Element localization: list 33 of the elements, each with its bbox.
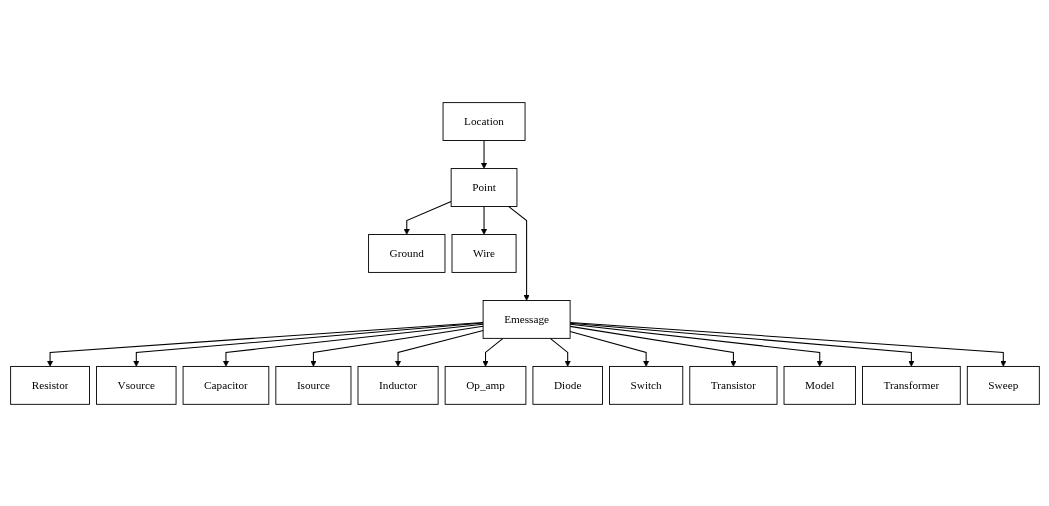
node-box: Wire — [451, 233, 517, 273]
node-box: Vsource — [95, 365, 177, 405]
node-box: Op_amp — [444, 365, 526, 405]
arrow — [480, 205, 487, 235]
arrow — [46, 321, 484, 367]
arrow — [309, 325, 484, 367]
node-box: Location — [442, 101, 525, 141]
node-box: Resistor — [9, 365, 90, 405]
arrow — [222, 323, 484, 367]
node-box: Emessage — [482, 299, 571, 339]
arrow — [507, 205, 530, 301]
arrow — [569, 321, 1006, 367]
arrow — [569, 325, 736, 367]
node-box: Inductor — [357, 365, 439, 405]
node-box: Point — [450, 167, 517, 207]
arrow — [132, 322, 484, 367]
arrow — [549, 337, 571, 367]
node-box: Ground — [367, 233, 445, 273]
node-box: Transistor — [688, 365, 777, 405]
node-box: Transformer — [861, 365, 961, 405]
node-box: Diode — [532, 365, 603, 405]
arrow — [480, 139, 487, 169]
node-box: Isource — [274, 365, 351, 405]
arrow — [481, 337, 504, 367]
node-box: Switch — [608, 365, 683, 405]
arrow — [403, 200, 452, 235]
arrow — [569, 322, 914, 367]
node-box: Model — [783, 365, 856, 405]
node-box: Capacitor — [182, 365, 269, 405]
arrow — [394, 329, 484, 367]
node-box: Sweep — [966, 365, 1040, 405]
arrow — [569, 330, 649, 367]
arrow — [569, 323, 823, 367]
